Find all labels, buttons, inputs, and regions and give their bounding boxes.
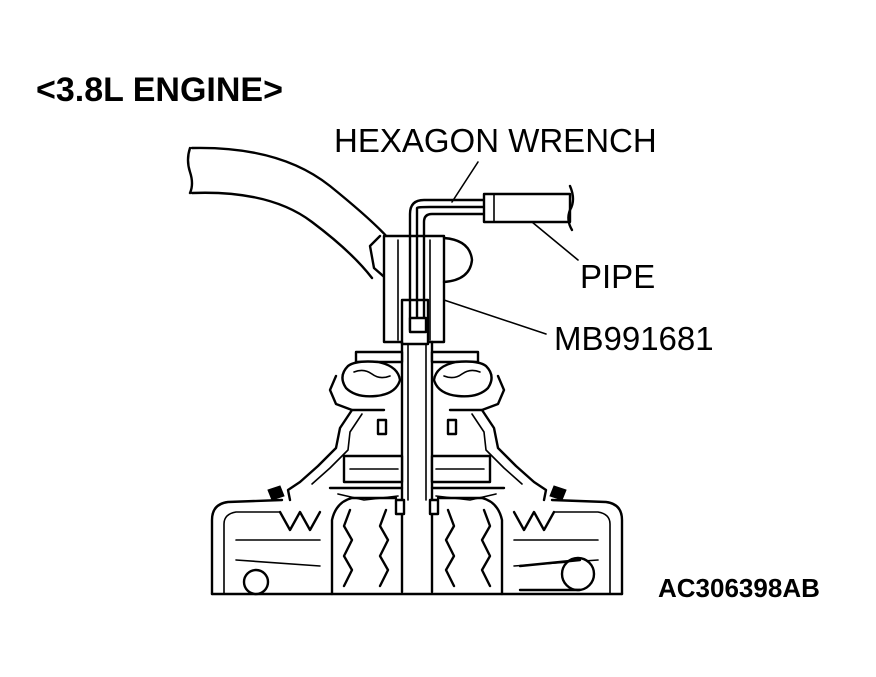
pipe (482, 184, 575, 232)
hexagon-wrench (408, 198, 490, 334)
strut-insulator (286, 374, 548, 502)
label-hexagon-wrench: HEXAGON WRENCH (334, 122, 657, 159)
diagram-title: <3.8L ENGINE> (36, 71, 283, 109)
upper-mount-washers (341, 350, 493, 398)
center-shaft (400, 340, 434, 594)
leader-lines (443, 161, 579, 335)
figure-id: AC306398AB (658, 573, 820, 603)
special-tool-body (382, 234, 474, 346)
dust-boot (330, 496, 504, 596)
curved-hose (186, 146, 392, 284)
label-special-tool: MB991681 (554, 320, 714, 357)
strut-tower-housing (210, 485, 624, 596)
label-pipe: PIPE (580, 258, 655, 295)
